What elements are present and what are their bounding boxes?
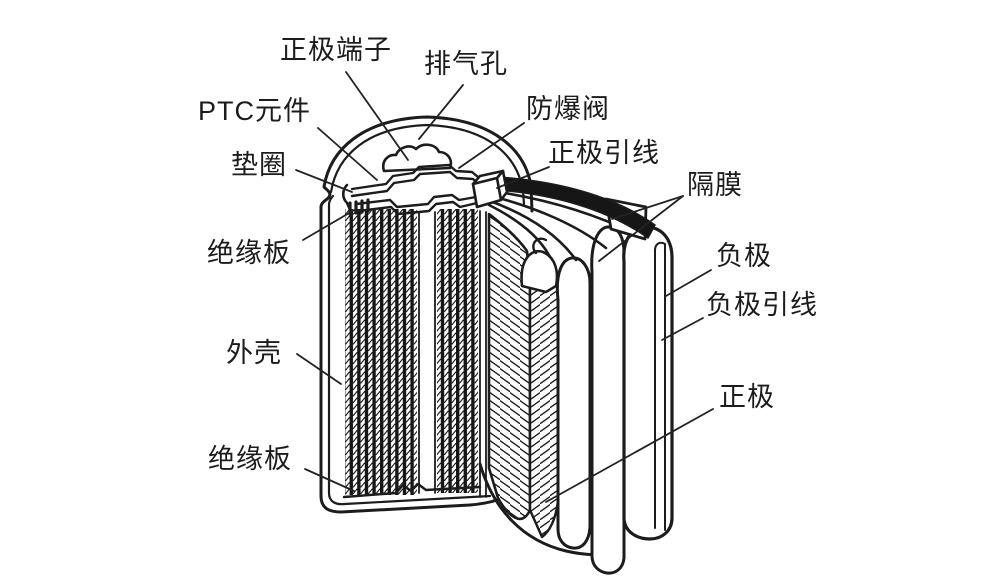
vent-hole-leader-line	[418, 84, 464, 140]
insulation-plate-top-leader-line	[302, 208, 357, 241]
explosion-proof-valve-leader-line	[458, 122, 525, 169]
case-outer-wall	[319, 115, 534, 498]
dome-inner-line	[329, 123, 526, 206]
lead-fan	[487, 189, 642, 262]
label-case: 外壳	[226, 338, 282, 368]
curl-hook	[532, 237, 548, 255]
positive-electrode-face	[487, 212, 532, 521]
outer-case	[319, 115, 534, 514]
separator-leader-line	[611, 195, 684, 220]
label-negative-lead: 负极引线	[706, 290, 818, 320]
unrolled-positive-electrode	[487, 212, 560, 539]
separator-edge-strip	[479, 210, 487, 498]
label-positive-lead: 正极引线	[548, 138, 660, 168]
jelly-roll-cross-section	[342, 209, 487, 499]
negative-electrode-leader-line	[665, 269, 712, 297]
separator-ribbon-b	[590, 225, 626, 575]
label-separator: 隔膜	[687, 170, 743, 200]
ptc-cup-plate-top	[354, 193, 478, 209]
sheet-top-curl	[520, 249, 559, 294]
leader-lines	[295, 71, 714, 503]
label-ptc-element: PTC元件	[198, 96, 311, 126]
label-gasket: 垫圈	[231, 150, 287, 180]
positive-electrode-leader-line	[545, 408, 714, 503]
core-gap	[418, 211, 436, 494]
separator-ribbon-a	[555, 256, 592, 550]
negative-lead-leader-line	[661, 317, 704, 341]
separator-leader-line	[598, 195, 684, 262]
case-bottom-outer	[319, 494, 499, 514]
gasket-leader-line	[295, 169, 353, 193]
positive-lead-leader-line	[496, 166, 550, 189]
positive-terminal-leader-line	[345, 71, 409, 161]
chevron-edge	[528, 281, 560, 539]
vent-plate-top	[350, 163, 480, 191]
label-vent-hole: 排气孔	[424, 49, 508, 79]
label-positive-terminal: 正极端子	[280, 35, 392, 65]
case-bottom-inner	[327, 491, 492, 506]
label-positive-electrode: 正极	[719, 382, 775, 412]
label-negative-electrode: 负极	[716, 241, 772, 271]
ptc-element-leader-line	[317, 127, 378, 181]
case-leader-line	[296, 353, 342, 385]
positive-terminal-button	[382, 143, 453, 173]
wound-layers-right	[437, 209, 478, 493]
separator-ribbon-top-band	[495, 176, 656, 239]
wound-layers-left	[345, 209, 417, 495]
cap-assembly	[341, 143, 509, 216]
negative-lead-strip	[654, 241, 666, 531]
ptc-cup-plate-bottom	[356, 200, 479, 216]
label-explosion-proof-valve: 防爆阀	[526, 94, 610, 124]
label-insulation-plate-top: 绝缘板	[207, 238, 291, 268]
positive-lead-block	[471, 169, 509, 209]
label-insulation-plate-bottom: 绝缘板	[208, 444, 292, 474]
bottom-insulation-plate	[342, 482, 482, 499]
negative-electrode-ribbon	[622, 225, 674, 541]
vent-plate-bottom	[350, 170, 481, 198]
case-inner-wall	[327, 194, 335, 495]
gasket-crimp	[341, 183, 354, 216]
insulation-plate-bottom-leader-line	[304, 468, 355, 492]
